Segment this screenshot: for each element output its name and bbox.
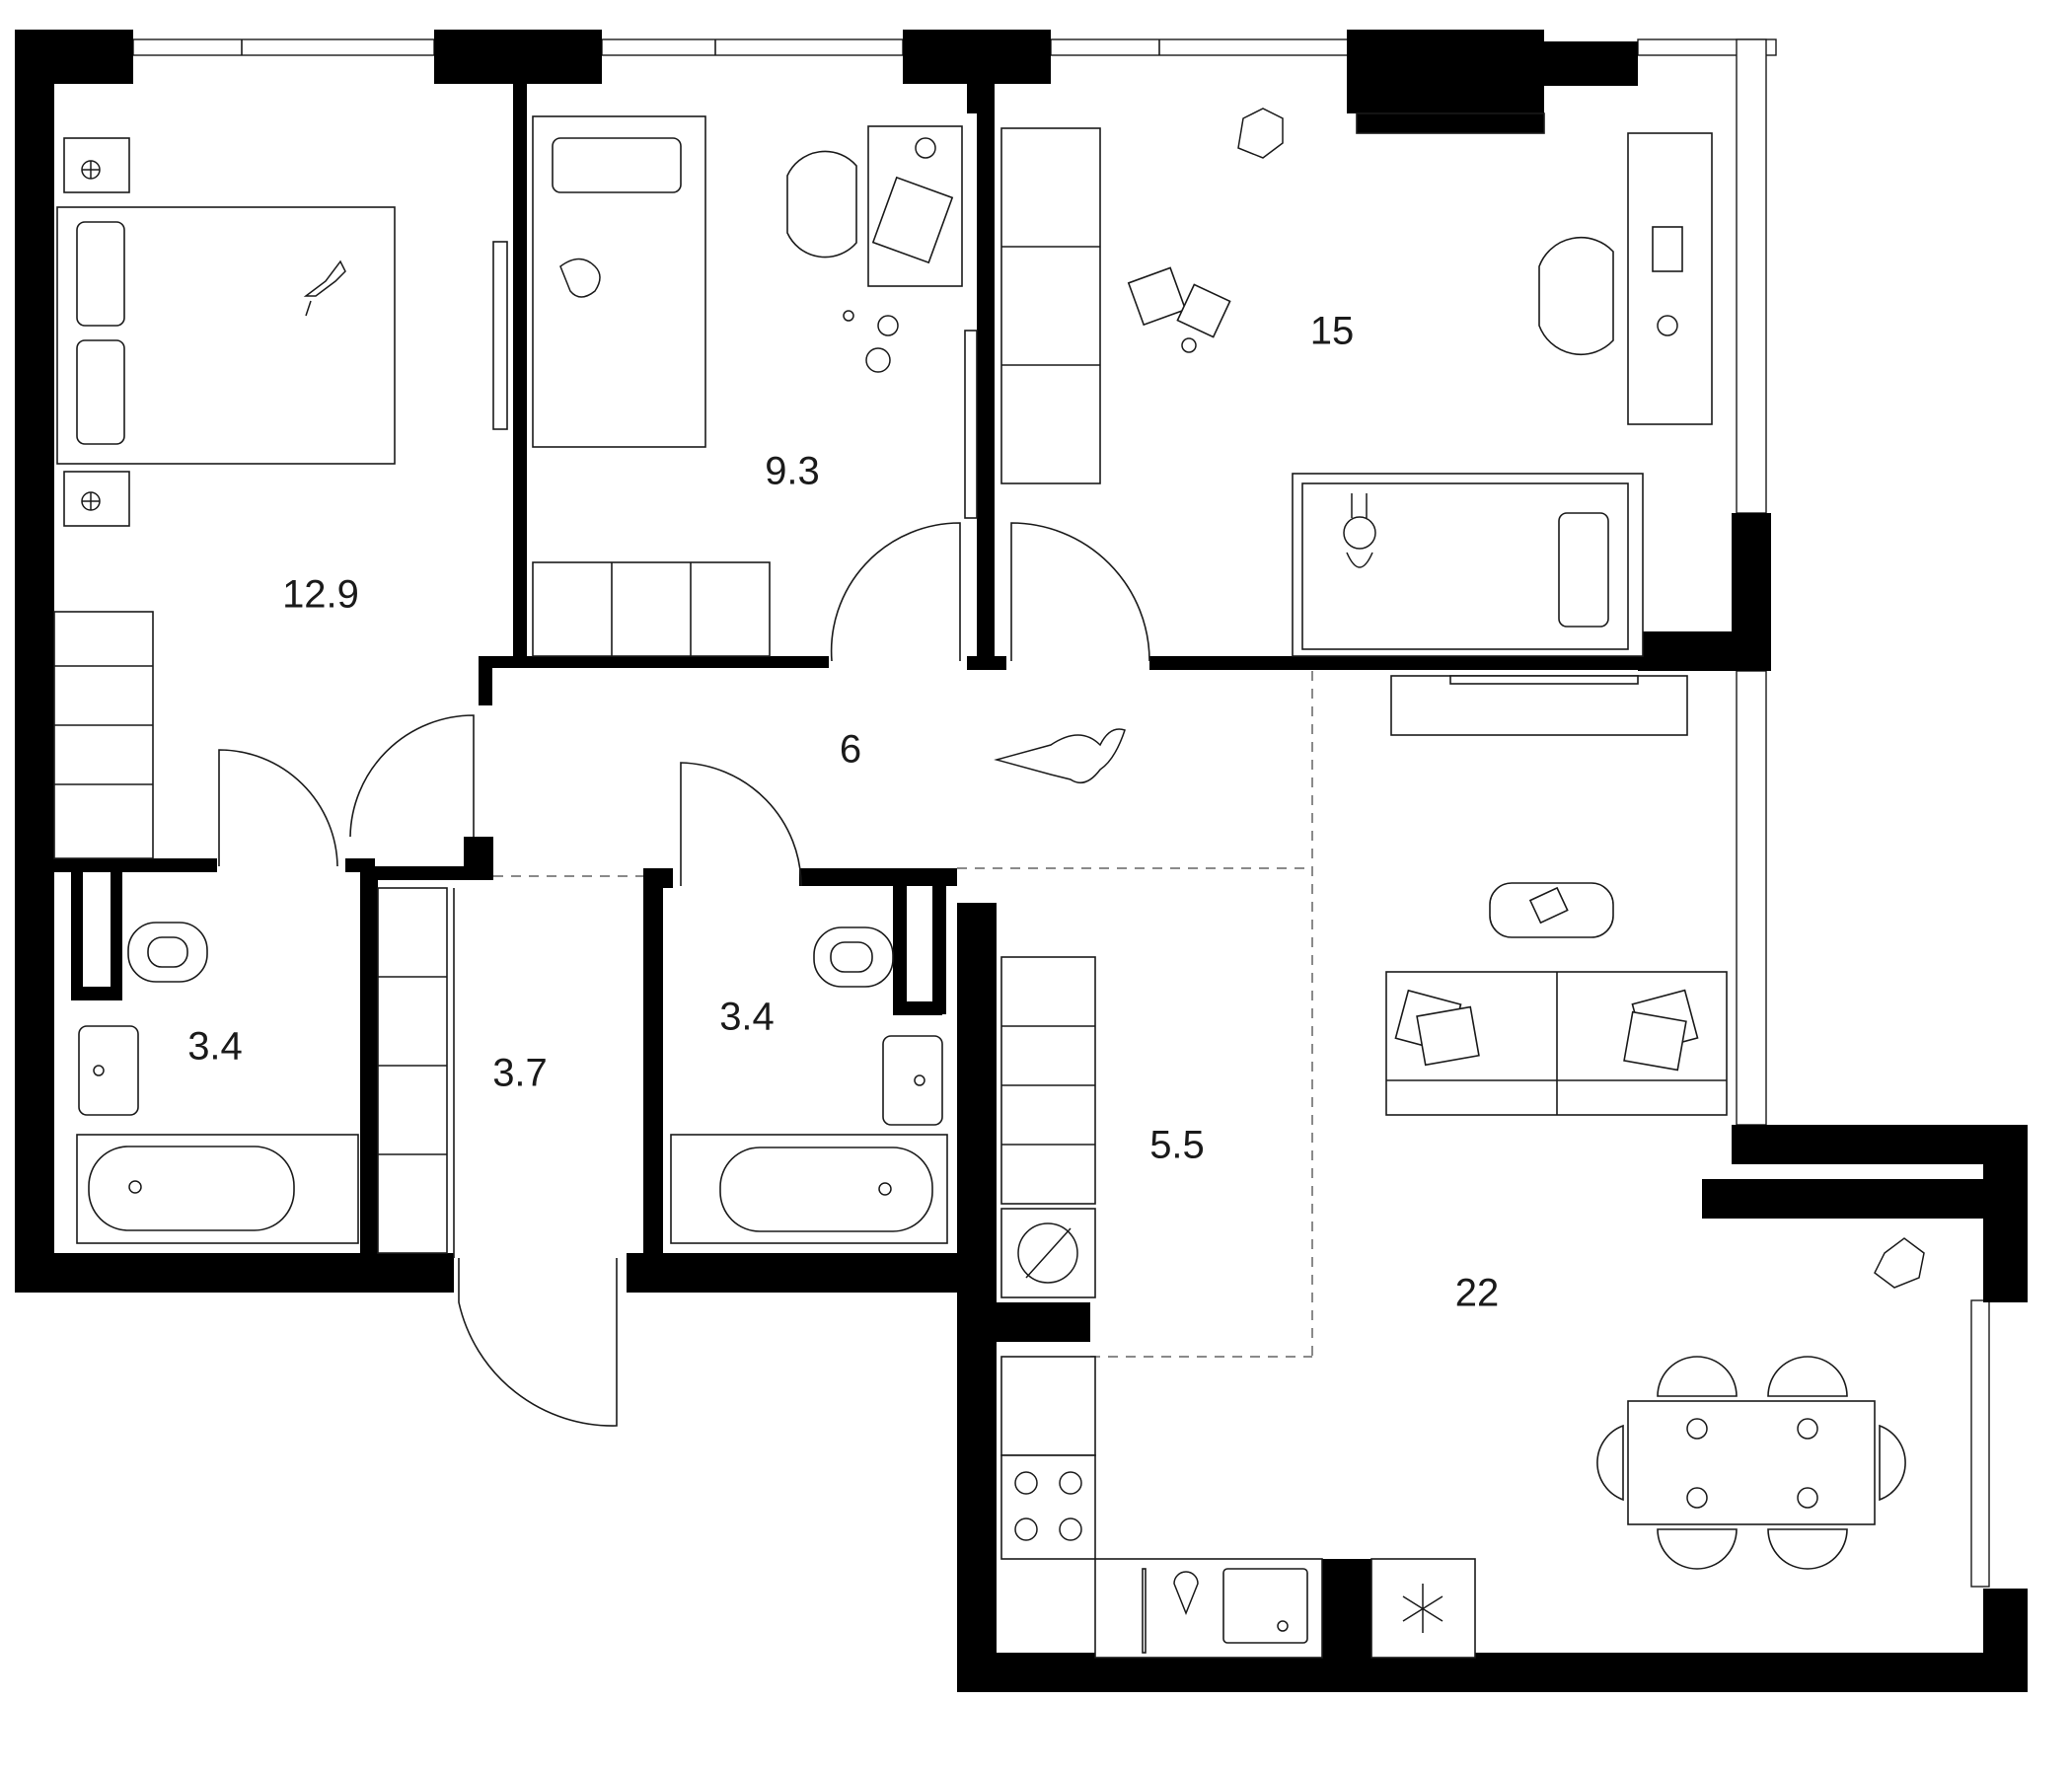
area-label-kitchen: 5.5 [1149, 1124, 1205, 1167]
door-bathroom-left[interactable] [218, 749, 338, 867]
area-label-entrance: 3.7 [492, 1052, 548, 1095]
bathroom-left-furniture [76, 922, 359, 1244]
door-bedroom-main[interactable] [349, 714, 475, 838]
bedroom-kids-furniture [1000, 108, 1713, 657]
kids-desk [1627, 132, 1713, 425]
windows [132, 38, 1990, 1588]
bedroom-main-furniture [53, 137, 396, 859]
kitchen-cabinets [1000, 956, 1096, 1205]
area-label-bathroom-left: 3.4 [187, 1025, 243, 1069]
entrance-wardrobe [377, 887, 448, 1254]
chair [786, 150, 857, 259]
dining-table [1627, 1400, 1876, 1525]
door-entrance[interactable] [458, 1258, 618, 1427]
window-dining [1970, 1299, 1990, 1588]
cooktop [1000, 1454, 1096, 1560]
door-bedroom-kids[interactable] [1010, 522, 1150, 662]
snowflake-icon [1402, 1584, 1443, 1633]
bathroom-center-furniture [670, 926, 948, 1244]
hallway-furniture [994, 728, 1126, 784]
area-label-bedroom-small: 9.3 [765, 450, 820, 493]
zone-dividers [493, 671, 1313, 1358]
teddy-icon [559, 258, 601, 298]
plant-icon-living [1874, 1237, 1925, 1289]
dog-icon [994, 728, 1126, 784]
window-kids-right [1736, 38, 1767, 514]
tv-stand [1390, 675, 1688, 736]
water-drop-icon [1173, 1571, 1199, 1616]
kitchen-furniture [1000, 956, 1476, 1659]
sink-center [882, 1035, 943, 1126]
kids-chair [1538, 236, 1614, 356]
area-label-bedroom-kids: 15 [1310, 310, 1355, 353]
area-label-hallway: 6 [840, 728, 861, 772]
window-living-right [1736, 670, 1767, 1126]
area-label-living: 22 [1455, 1272, 1500, 1315]
entrance-furniture [377, 887, 455, 1258]
window-kids-left [1050, 38, 1353, 56]
kitchen-sink [1222, 1568, 1308, 1644]
wardrobe [53, 611, 154, 859]
bird-toy-icon [303, 259, 346, 317]
room-labels: 12.9 9.3 15 6 3.4 3.7 3.4 5.5 22 [187, 310, 1499, 1315]
door-bedroom-small[interactable] [830, 522, 961, 662]
window-bedroom-main [132, 38, 435, 56]
area-label-bathroom-center: 3.4 [719, 996, 775, 1039]
kids-wardrobe [1000, 127, 1101, 484]
walls [15, 30, 2028, 1692]
bunny-icon [1343, 493, 1376, 568]
plant-icon [1237, 108, 1284, 159]
sink [78, 1025, 139, 1116]
window-bedroom-small [601, 38, 904, 56]
doors [218, 241, 1150, 1427]
bedroom-small-furniture [532, 115, 963, 657]
shelf-unit [532, 561, 771, 657]
area-label-bedroom-main: 12.9 [282, 573, 359, 617]
door-bathroom-center[interactable] [680, 762, 802, 887]
living-furniture [1385, 675, 1925, 1570]
